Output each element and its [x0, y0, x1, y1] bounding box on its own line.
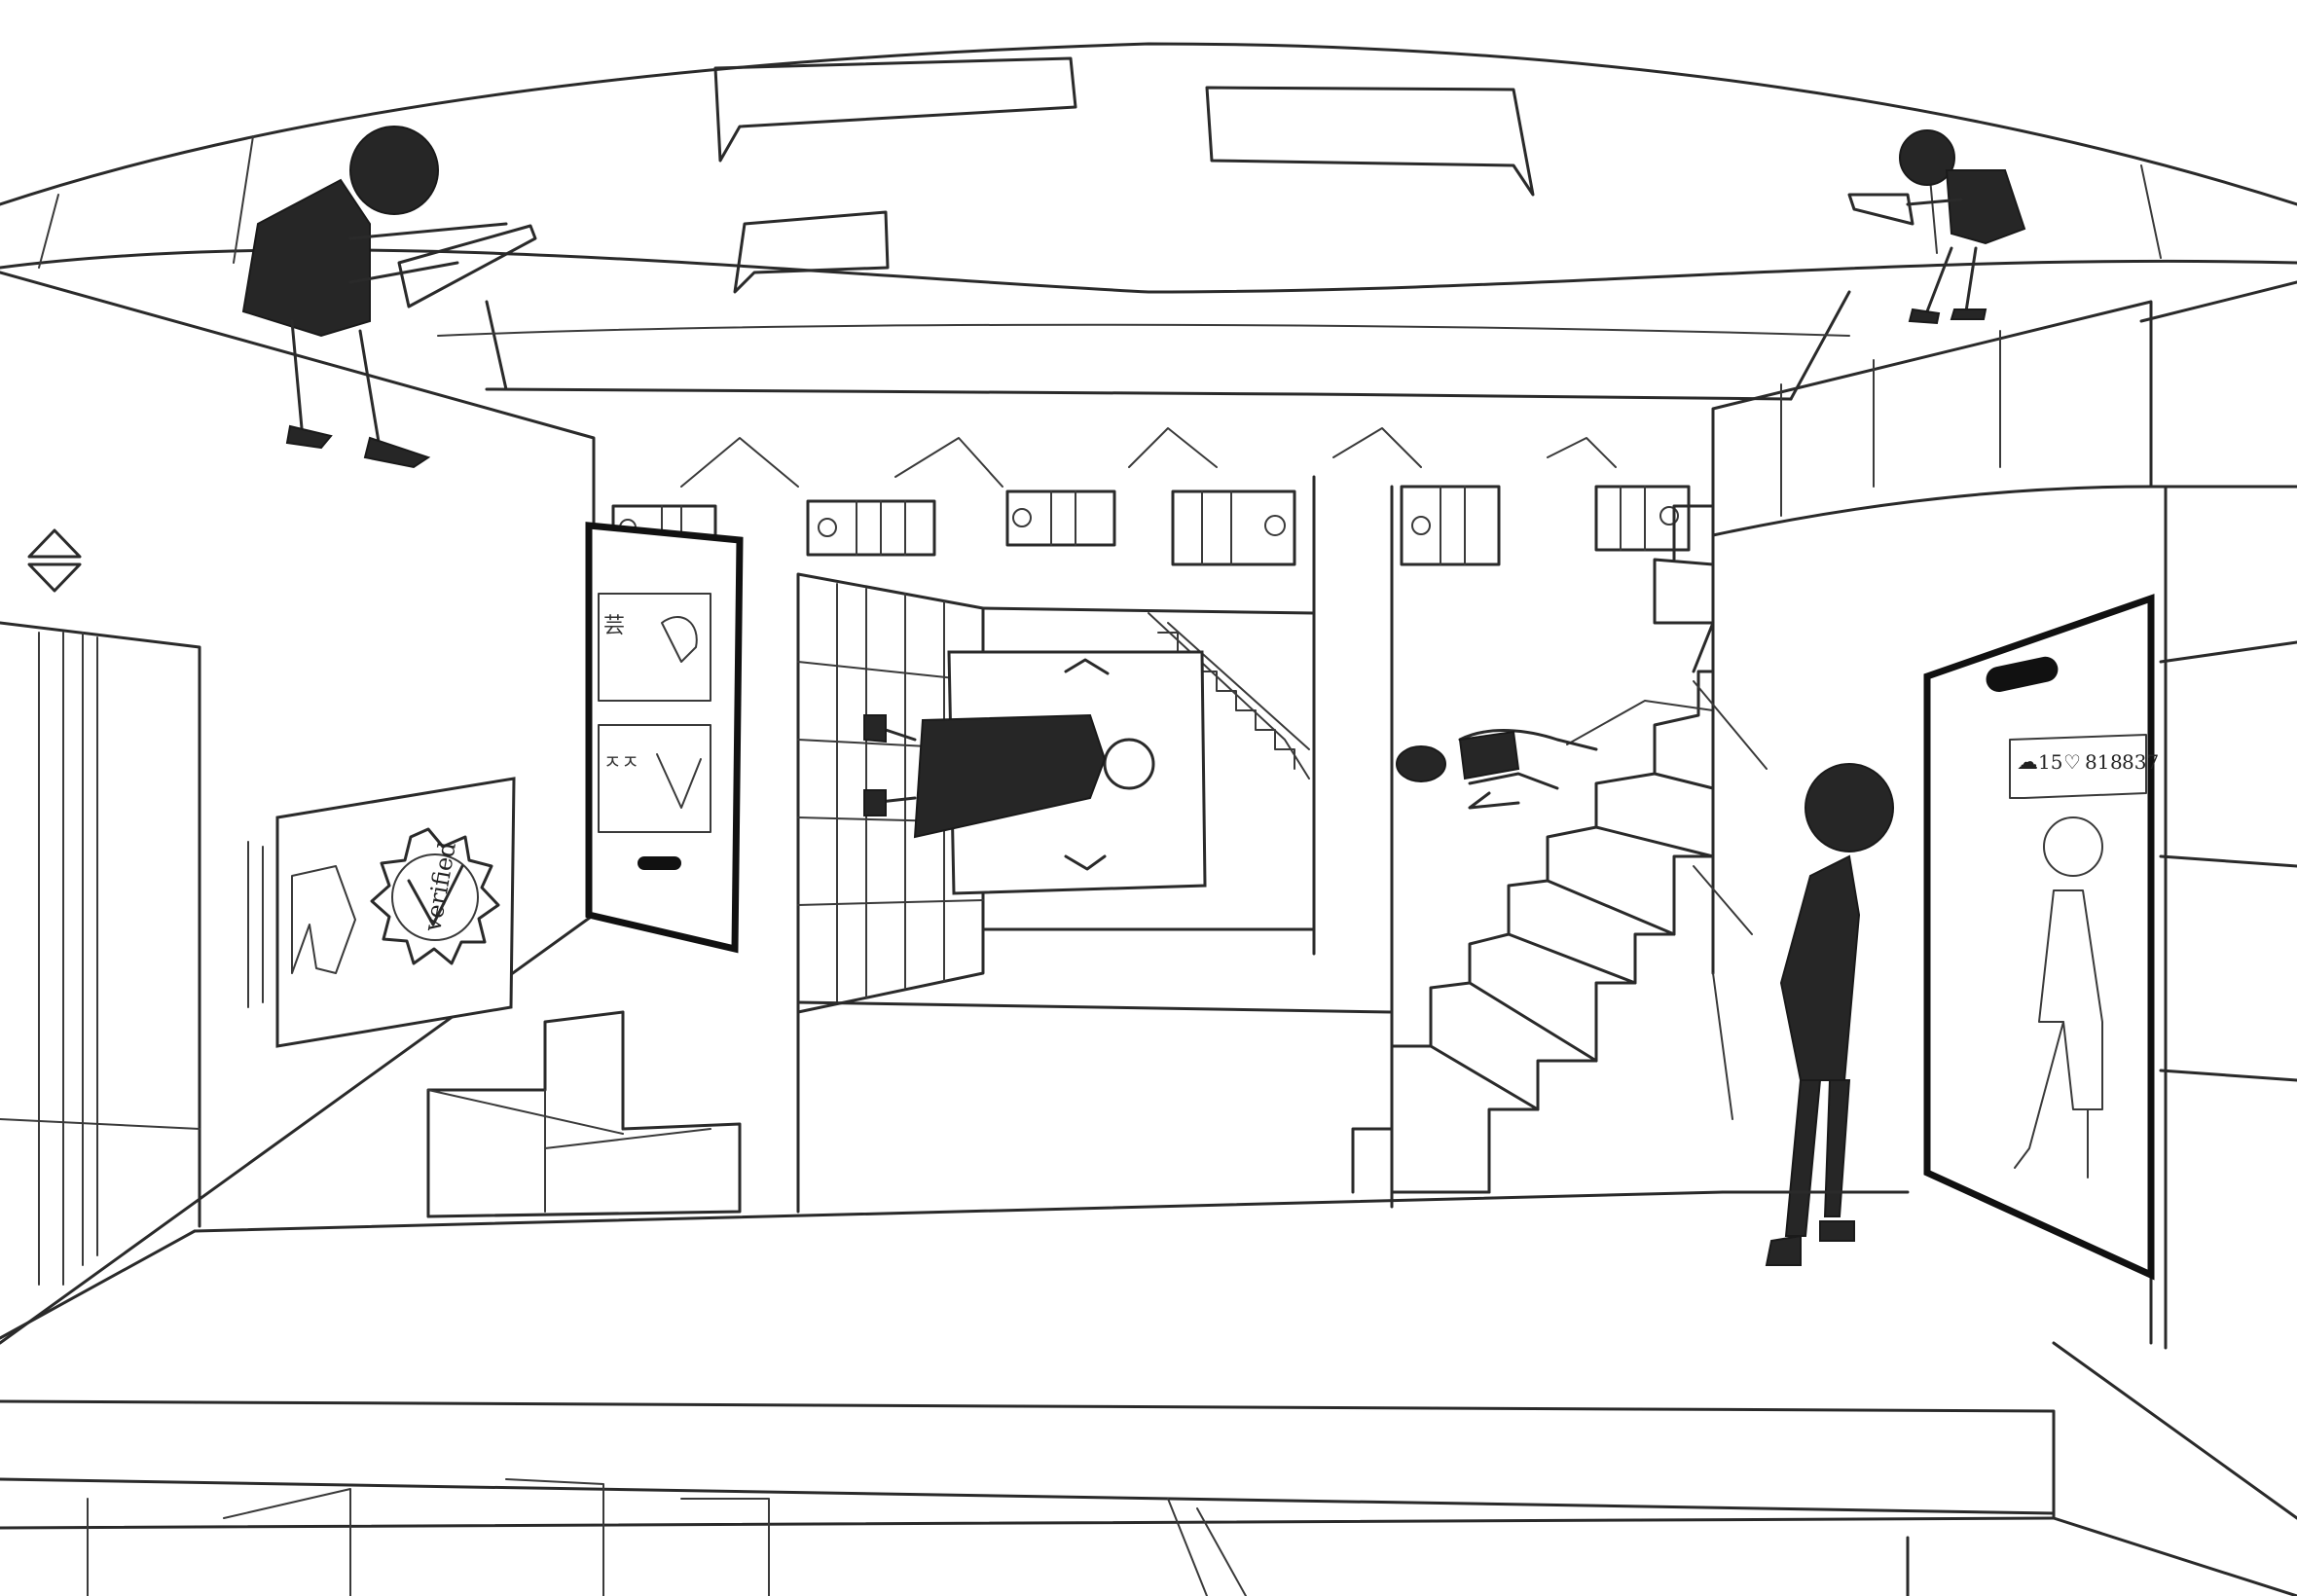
- ceiling-panel: [713, 56, 1077, 163]
- right-phone-screen: ☁ 15 ♡ 81 8 837: [1923, 594, 2159, 1281]
- standing-figure-on-screen: [2014, 816, 2103, 1179]
- ceiling-speakers: [611, 427, 1691, 566]
- comment-count: 15: [2038, 750, 2062, 774]
- elevator-updown-icon: [27, 528, 82, 593]
- ceiling-panel: [1205, 86, 1535, 197]
- chevron-up-icon: [1064, 658, 1110, 675]
- floor-slab: [0, 1190, 2297, 1596]
- reclining-figure: [863, 713, 1155, 839]
- verified-badge-icon: [370, 827, 500, 965]
- left-wall-screen: 芸 ㅈㅈ: [585, 522, 744, 954]
- views-count: 837: [2122, 750, 2159, 774]
- center-video-panel: [863, 650, 1207, 895]
- screen-glyph-1: 芸: [603, 614, 625, 638]
- climbing-figure: [1396, 729, 1598, 810]
- heart-icon: ♡: [2063, 750, 2081, 774]
- standing-person: [1765, 763, 1894, 1266]
- left-stairs: [426, 1010, 742, 1218]
- verified-sign: verified: [247, 777, 516, 1048]
- hanger-jacket-icon: [291, 865, 356, 974]
- screen-glyph-2: ㅈㅈ: [603, 750, 639, 774]
- speaker: [1594, 485, 1691, 552]
- post-comment-bubble: ☁ 15 ♡ 81 8 837: [2009, 734, 2159, 799]
- seated-figure-right: [1847, 129, 2026, 325]
- chevron-down-icon: [1064, 854, 1107, 871]
- ceiling-panel: [733, 210, 890, 294]
- right-wall: [1693, 280, 2297, 1520]
- likes-count: 81: [2085, 750, 2109, 774]
- speaker: [1171, 490, 1296, 566]
- speaker: [1400, 485, 1501, 566]
- right-stairs: [1351, 504, 1715, 1194]
- seated-figure-left: [241, 126, 537, 469]
- speaker: [806, 499, 936, 557]
- speaker: [1005, 490, 1116, 547]
- comment-icon: ☁: [2017, 750, 2038, 775]
- views-icon: 8: [2110, 750, 2123, 774]
